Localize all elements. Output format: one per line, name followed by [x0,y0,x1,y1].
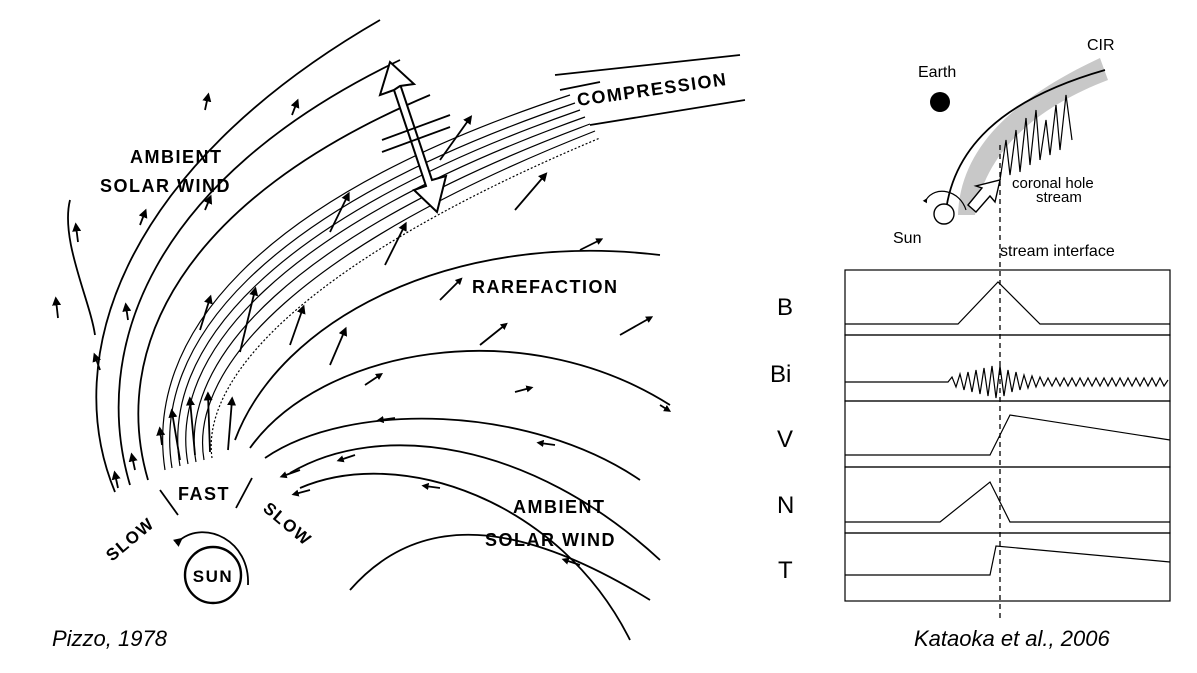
panel-v [844,400,1171,468]
coronal-hole-line1: coronal hole [1012,175,1094,192]
wavy-field-2 [1039,94,1073,161]
coronal-hole-line2: stream [1036,189,1082,206]
sun-label: SUN [193,567,233,586]
fast-slow-divider-left [159,489,179,516]
time-series-panels [844,145,1171,620]
rarefaction-streamlines [234,238,672,641]
trace-bi [845,365,1169,399]
ambient-top-line2: SOLAR WIND [100,176,231,196]
cir-spiral-line [944,69,1106,221]
rarefaction-label: RAREFACTION [472,277,619,297]
citation-pizzo: Pizzo, 1978 [52,626,167,651]
earth-dot [930,92,950,112]
earth-label: Earth [918,64,956,81]
panel-n [844,466,1171,534]
slow-right-label: SLOW [259,499,315,550]
cir-label: CIR [1087,37,1115,54]
slow-left-label: SLOW [102,514,158,565]
row-label-v: V [777,426,793,453]
kataoka-diagram: Earth CIR Sun coronal hole stream stream… [770,37,1171,620]
row-label-t: T [778,557,793,584]
ambient-streamlines-upper [52,19,431,493]
sun-small-icon [933,203,955,225]
fast-slow-divider-right [235,477,253,509]
compression-label: COMPRESSION [576,69,729,110]
panel-bi [844,334,1171,402]
coronal-hole-arrow-icon [967,179,1001,213]
ambient-bottom-line2: SOLAR WIND [485,530,616,550]
wavy-field-1 [999,109,1041,181]
row-label-n: N [777,492,794,519]
panel-b [844,269,1171,336]
sun-symbol: SUN [172,531,249,605]
fast-label: FAST [178,484,230,504]
trace-t [845,545,1171,576]
trace-n [845,481,1170,523]
sun-rotation-arrow [922,190,967,211]
double-arrow-icon [378,60,451,214]
ambient-top-line1: AMBIENT [130,147,223,167]
citation-kataoka: Kataoka et al., 2006 [914,626,1110,651]
stream-interface-label: stream interface [1000,243,1115,260]
trace-b [845,281,1170,325]
trace-v [845,414,1171,456]
row-label-b: B [777,294,793,321]
pizzo-diagram: SUN AMBIENT SOLAR WIND COMPRESSION RAREF… [52,19,746,641]
ambient-bottom-line1: AMBIENT [513,497,606,517]
row-label-bi: Bi [770,361,791,388]
panel-t [844,532,1171,602]
sun-small-label: Sun [893,230,921,247]
fast-wind-arrows [168,115,548,461]
